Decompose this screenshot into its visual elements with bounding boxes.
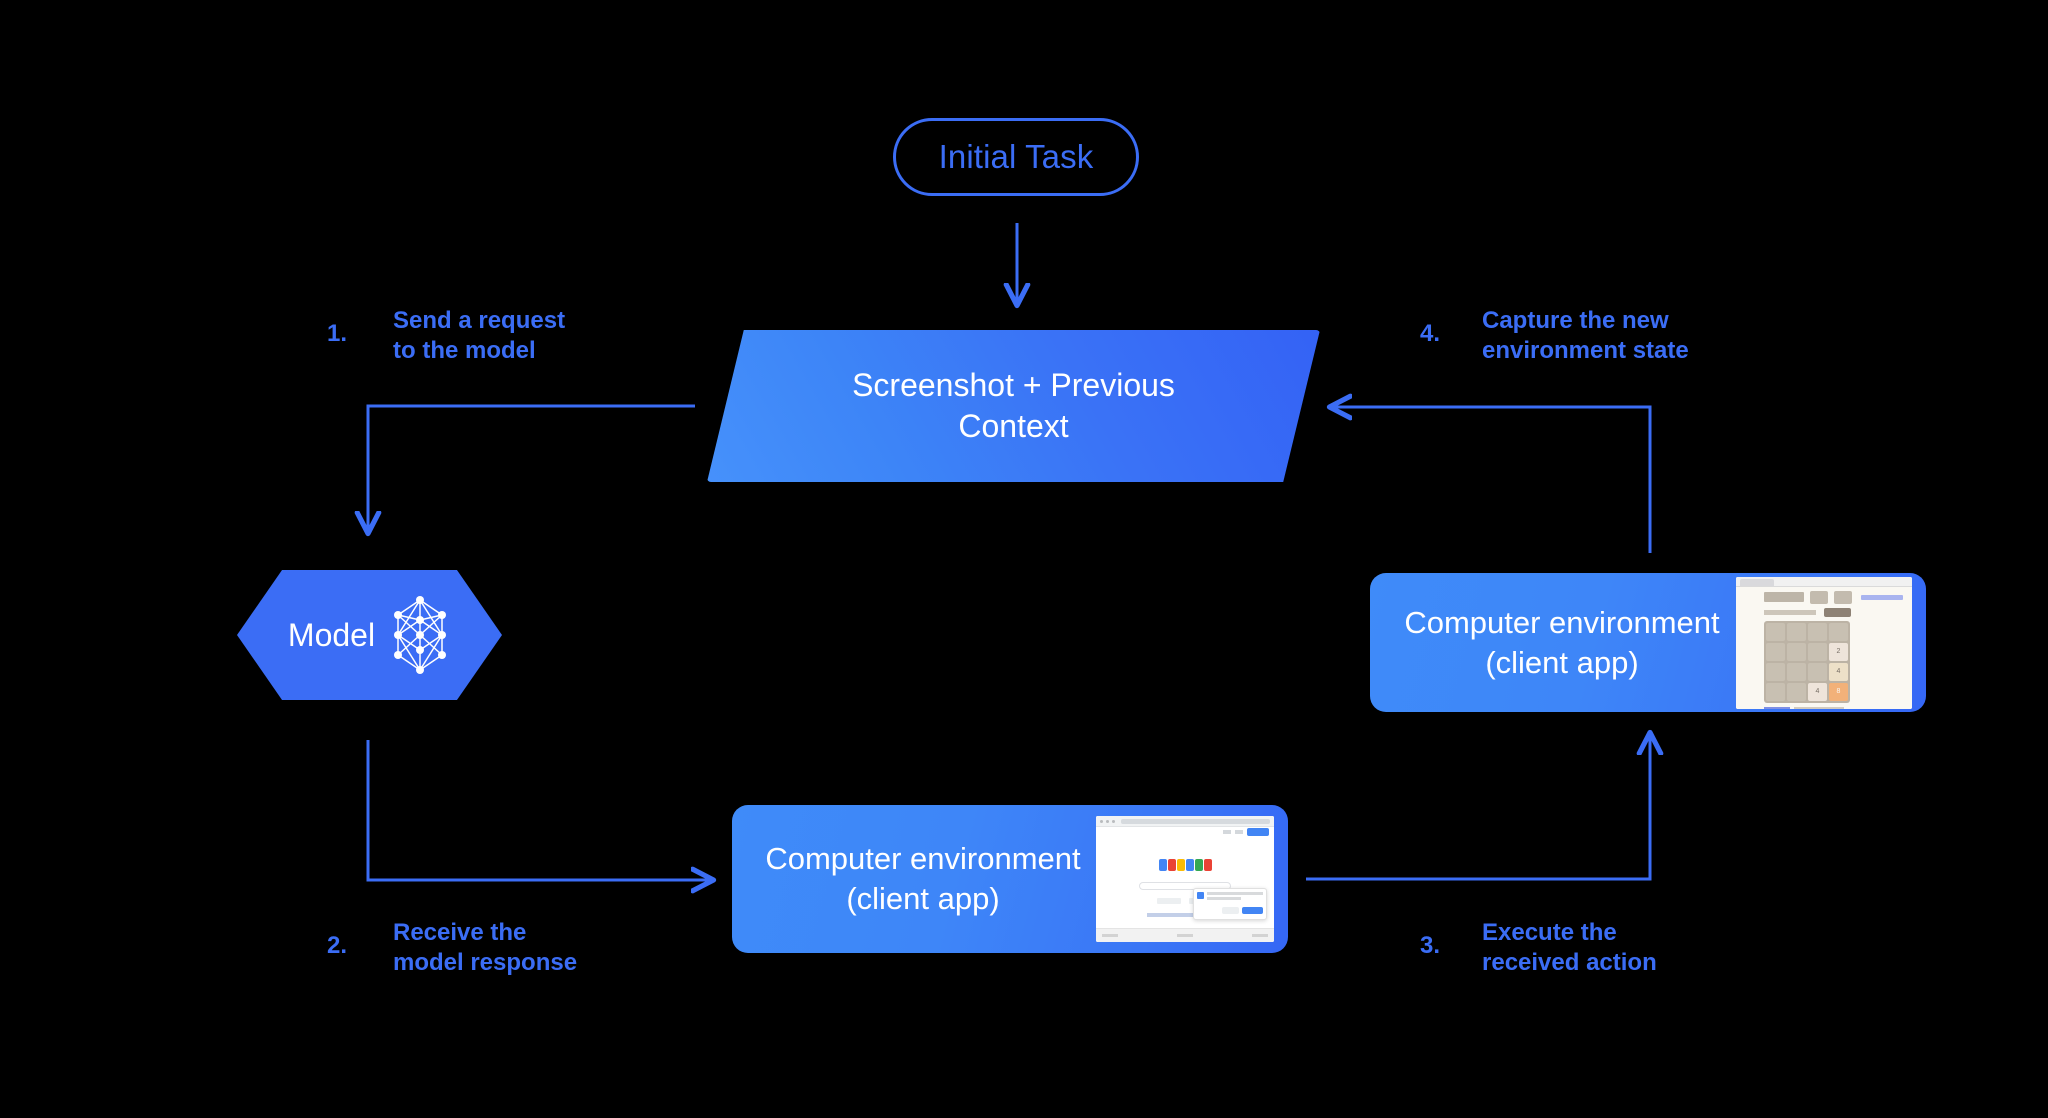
dialog-actions xyxy=(1197,907,1263,914)
node-computer-environment-top[interactable]: Computer environment (client app) xyxy=(1370,573,1926,712)
tile xyxy=(1787,682,1806,701)
tile xyxy=(1787,642,1806,661)
step-2-number: 2. xyxy=(327,932,348,959)
tile xyxy=(1787,662,1806,681)
back-icon xyxy=(1100,819,1103,823)
neural-network-icon xyxy=(394,596,447,674)
footer-link xyxy=(1764,706,1790,709)
google-topnav xyxy=(1096,827,1274,837)
step-label-2: 2. Receive the model response xyxy=(327,918,577,978)
thumbnail-2048-game: 2 4 4 8 xyxy=(1736,576,1912,709)
tile xyxy=(1766,622,1785,641)
tile: 4 xyxy=(1808,682,1827,701)
best-box xyxy=(1834,590,1852,604)
dialog-line xyxy=(1207,892,1263,895)
step-2-text: Receive the model response xyxy=(393,919,578,976)
browser-toolbar xyxy=(1096,816,1274,827)
browser-tab xyxy=(1740,578,1774,586)
step-1-text: Send a request to the model xyxy=(393,307,566,364)
game-board: 2 4 4 8 xyxy=(1764,620,1850,703)
step-3-text: Execute the received action xyxy=(1482,919,1657,976)
browser-tab-bar xyxy=(1736,576,1912,587)
env-top-label-line-2: (client app) xyxy=(1485,644,1639,680)
tile xyxy=(1829,622,1848,641)
step-4-text: Capture the new environment state xyxy=(1482,307,1689,364)
images-link xyxy=(1235,830,1243,834)
step-1-number: 1. xyxy=(327,320,348,347)
address-bar xyxy=(1121,818,1270,824)
dialog-icon xyxy=(1197,892,1204,899)
game-instructions xyxy=(1764,609,1816,615)
tile: 2 xyxy=(1829,642,1848,661)
arrow-step-4 xyxy=(1330,407,1652,553)
step-label-4: 4. Capture the new environment state xyxy=(1420,306,1689,366)
tile xyxy=(1808,662,1827,681)
tile: 8 xyxy=(1829,682,1848,701)
header-links xyxy=(1861,594,1903,600)
footer-text xyxy=(1794,707,1844,709)
env-bottom-label-line-2: (client app) xyxy=(846,881,1000,916)
game-subheader xyxy=(1764,607,1906,617)
tile: 4 xyxy=(1829,662,1848,681)
step-3-number: 3. xyxy=(1420,932,1441,959)
search-button xyxy=(1157,898,1181,904)
thumbnail-google-search xyxy=(1096,816,1274,942)
arrow-step-2 xyxy=(366,740,713,880)
logo-letter xyxy=(1185,859,1194,871)
sign-in-button xyxy=(1247,828,1269,836)
footer-link xyxy=(1252,934,1268,937)
game-header xyxy=(1764,590,1906,604)
env-top-label: Computer environment (client app) xyxy=(1370,603,1736,683)
tile xyxy=(1808,642,1827,661)
footer-link xyxy=(1177,934,1193,937)
tile xyxy=(1766,682,1785,701)
google-logo xyxy=(1096,859,1274,871)
google-screenshot xyxy=(1096,816,1274,942)
logo-letter xyxy=(1176,859,1185,871)
dialog-body xyxy=(1197,892,1263,902)
tile xyxy=(1787,622,1806,641)
node-initial-task[interactable]: Initial Task xyxy=(893,118,1139,196)
initial-task-label: Initial Task xyxy=(938,138,1094,175)
env-bottom-label-line-1: Computer environment xyxy=(765,841,1081,876)
game-2048-screenshot: 2 4 4 8 xyxy=(1736,576,1912,709)
forward-icon xyxy=(1106,819,1109,823)
tile xyxy=(1766,642,1785,661)
game-footer xyxy=(1764,706,1906,709)
node-computer-environment-bottom[interactable]: Computer environment (client app) xyxy=(732,805,1288,953)
model-label: Model xyxy=(287,616,376,653)
footer-link xyxy=(1102,934,1118,937)
context-label-line-1: Screenshot + Previous xyxy=(852,367,1175,403)
popup-dialog xyxy=(1193,888,1267,920)
logo-letter xyxy=(1158,859,1167,871)
logo-letter xyxy=(1167,859,1176,871)
reload-icon xyxy=(1112,819,1115,823)
gmail-link xyxy=(1223,830,1231,834)
arrow-step-3 xyxy=(1306,733,1650,881)
google-footer xyxy=(1096,928,1274,942)
env-bottom-label: Computer environment (client app) xyxy=(732,839,1096,919)
dialog-confirm-button xyxy=(1242,907,1263,914)
step-label-1: 1. Send a request to the model xyxy=(327,306,565,366)
arrow-step-1 xyxy=(368,404,695,533)
dialog-text xyxy=(1207,892,1263,902)
google-search-box xyxy=(1139,882,1231,890)
env-top-label-line-1: Computer environment xyxy=(1404,604,1720,640)
node-model[interactable]: Model xyxy=(237,570,502,700)
tile xyxy=(1766,662,1785,681)
step-label-3: 3. Execute the received action xyxy=(1420,918,1657,978)
dialog-line xyxy=(1207,897,1241,900)
language-links xyxy=(1147,913,1223,917)
node-screenshot-previous-context[interactable]: Screenshot + Previous Context xyxy=(707,330,1320,482)
tile xyxy=(1808,622,1827,641)
context-label: Screenshot + Previous Context xyxy=(849,365,1179,447)
step-4-number: 4. xyxy=(1420,320,1441,347)
game-title xyxy=(1764,592,1804,602)
logo-letter xyxy=(1194,859,1203,871)
context-label-line-2: Context xyxy=(958,408,1069,444)
score-box xyxy=(1810,590,1828,604)
logo-letter xyxy=(1203,859,1212,871)
dialog-cancel-button xyxy=(1222,907,1239,914)
new-game-button xyxy=(1824,607,1851,617)
